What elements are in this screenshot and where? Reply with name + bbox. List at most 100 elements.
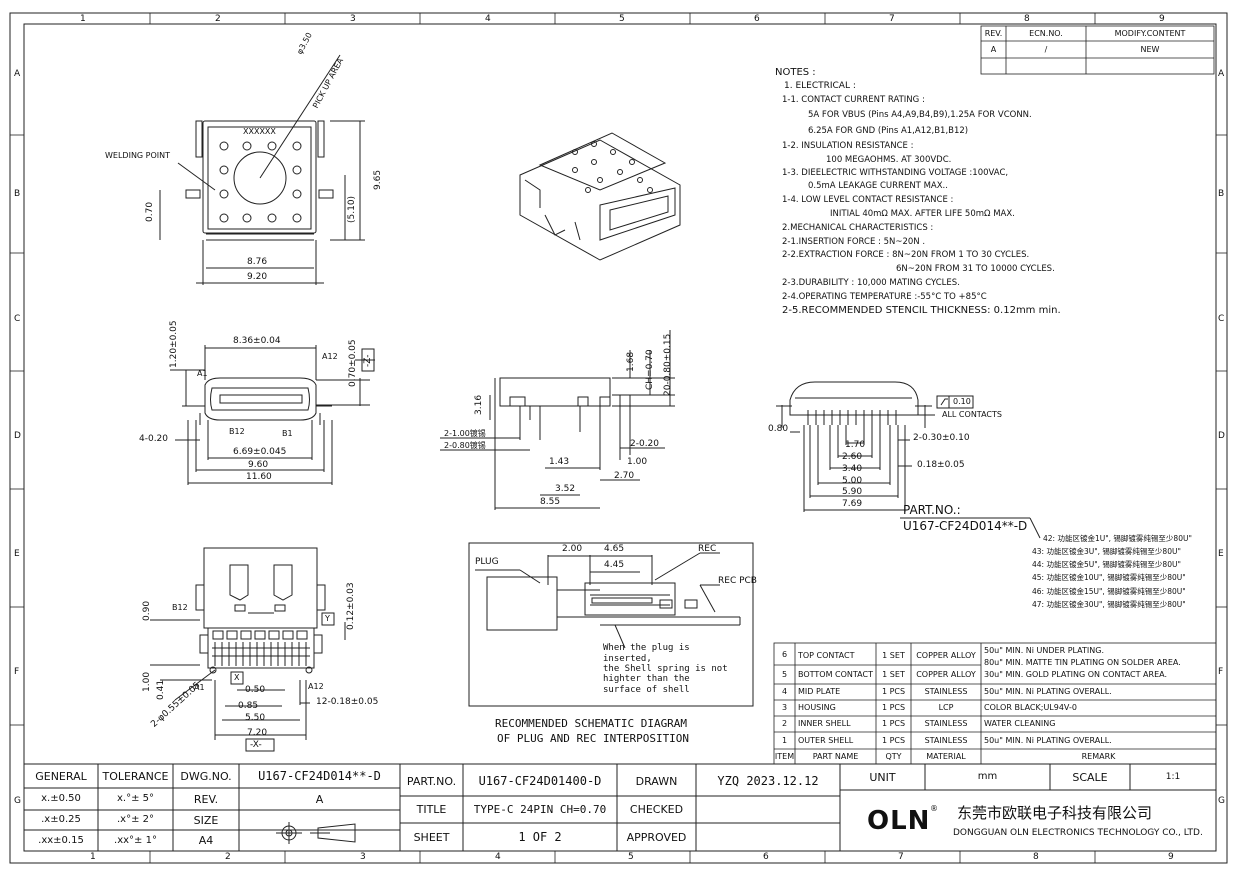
bom-remark-3: COLOR BLACK;UL94V-0	[984, 703, 1077, 712]
tb-size-label: SIZE	[193, 813, 219, 827]
grid-col-5-top: 5	[619, 14, 625, 24]
notes-line-16: 2-4.OPERATING TEMPERATURE :-55°C TO +85°…	[782, 292, 987, 302]
notes-line-12: 2-1.INSERTION FORCE : 5N~20N .	[782, 237, 926, 247]
tb-title: TYPE-C 24PIN CH=0.70	[473, 803, 607, 816]
tb-scale-label: SCALE	[1072, 770, 1108, 784]
pcb-a1: A1	[194, 683, 205, 692]
rev-header-rev: REV.	[984, 29, 1003, 38]
notes-line-15: 2-3.DURABILITY : 10,000 MATING CYCLES.	[782, 278, 960, 288]
pcb-datum-x: X	[234, 673, 240, 682]
grid-row-a-left: A	[14, 69, 21, 79]
side-dim-2-080: 2-0.80镀锡	[444, 441, 486, 450]
bom-qty-1: 1 PCS	[881, 735, 906, 745]
tb-drawn-label: DRAWN	[635, 774, 678, 788]
pcb-datum-x-frame: -X-	[250, 740, 262, 750]
rev-row-ecn: /	[1044, 45, 1048, 54]
bom-material-1: STAINLESS	[924, 735, 968, 745]
schematic-caption-1: RECOMMENDED SCHEMATIC DIAGRAM	[495, 717, 688, 730]
grid-row-b-right: B	[1218, 189, 1225, 199]
title-block-lines	[23, 763, 1217, 852]
rear-dim-2-030: 2-0.30±0.10	[913, 433, 970, 443]
grid-row-b-left: B	[14, 189, 21, 199]
bom-material-6: COPPER ALLOY	[916, 651, 976, 660]
side-dim-143: 1.43	[549, 457, 570, 467]
schematic-caption-2: OF PLUG AND REC INTERPOSITION	[497, 732, 690, 745]
notes-line-17: 2-5.RECOMMENDED STENCIL THICKNESS: 0.12m…	[782, 305, 1061, 316]
bom-material-5: COPPER ALLOY	[916, 669, 976, 679]
revision-table-lines	[980, 25, 1215, 75]
side-dim-316: 3.16	[474, 394, 484, 415]
grid-col-5-bottom: 5	[628, 852, 634, 862]
tb-part-no: U167-CF24D01400-D	[478, 774, 602, 788]
rev-header-modify: MODIFY.CONTENT	[1114, 29, 1186, 38]
bom-name-4: MID PLATE	[798, 687, 841, 696]
notes-line-6: 100 MEGAOHMS. AT 300VDC.	[826, 155, 952, 165]
front-a1: A1	[197, 369, 208, 378]
company-name-cn: 东莞市欧联电子科技有限公司	[957, 804, 1153, 822]
bom-remark-2: WATER CLEANING	[984, 719, 1056, 728]
schematic-rec-label: REC	[698, 544, 717, 554]
part-option-47: 47: 功能区镀金30U", 锡脚镀雾纯锡至少80U"	[1032, 600, 1186, 609]
bom-header-material: MATERIAL	[926, 751, 966, 761]
company-name-en: DONGGUAN OLN ELECTRONICS TECHNOLOGY CO.,…	[953, 828, 1203, 838]
notes-line-2: 1-1. CONTACT CURRENT RATING :	[782, 95, 925, 105]
pcb-dim-041: 0.41	[156, 679, 166, 700]
grid-row-f-left: F	[14, 667, 20, 677]
tb-approved-label: APPROVED	[626, 830, 687, 844]
tb-tol-linear-2: .x±0.25	[41, 814, 81, 825]
tb-tol-angle-2: .x°± 2°	[116, 814, 155, 825]
bom-item-1: 1	[781, 735, 788, 745]
side-dim-100: 1.00	[627, 457, 648, 467]
bom-header-part-name: PART NAME	[812, 751, 859, 761]
schematic-plug-label: PLUG	[475, 557, 499, 567]
front-dim-1160: 11.60	[246, 472, 272, 482]
front-dim-836: 8.36±0.04	[233, 336, 281, 346]
tb-checked-label: CHECKED	[629, 803, 684, 816]
bom-material-3: LCP	[938, 703, 954, 712]
part-option-43: 43: 功能区镀金3U", 锡脚镀雾纯锡至少80U"	[1032, 547, 1181, 556]
bom-name-6: TOP CONTACT	[798, 651, 855, 660]
grid-row-c-left: C	[14, 314, 21, 324]
tb-unit: mm	[977, 771, 998, 782]
grid-col-2-top: 2	[215, 14, 221, 24]
pcb-dim-085: 0.85	[238, 701, 259, 711]
notes-line-5: 1-2. INSULATION RESISTANCE :	[782, 141, 914, 151]
tb-tol-linear-1: x.±0.50	[41, 793, 81, 804]
tb-dwg-no-label: DWG.NO.	[180, 769, 232, 783]
pcb-dim-12-018: 12-0.18±0.05	[316, 697, 379, 707]
notes-line-1: 1. ELECTRICAL :	[784, 81, 856, 91]
bom-header-item: ITEM	[774, 751, 795, 761]
rear-flatness-value: 0.10	[953, 397, 971, 406]
grid-row-f-right: F	[1218, 667, 1224, 677]
bom-name-1: OUTER SHELL	[798, 735, 854, 745]
tb-title-label: TITLE	[416, 803, 447, 816]
bom-item-3: 3	[781, 703, 788, 712]
grid-row-d-left: D	[14, 431, 21, 441]
top-dim-510: (5.10)	[347, 195, 357, 223]
bom-remark-6b: 80u" MIN. MATTE TIN PLATING ON SOLDER AR…	[984, 658, 1181, 667]
bom-qty-5: 1 SET	[882, 669, 905, 679]
front-view	[170, 345, 375, 485]
top-welding-point: WELDING POINT	[105, 151, 171, 160]
tb-tol-angle-3: .xx°± 1°	[114, 834, 157, 846]
grid-col-9-top: 9	[1159, 14, 1165, 24]
schematic-diagram	[468, 542, 754, 707]
grid-row-d-right: D	[1218, 431, 1225, 441]
top-view	[159, 54, 365, 285]
tb-tol-linear-3: .xx±0.15	[38, 834, 84, 846]
top-dim-070: 0.70	[145, 201, 155, 222]
side-dim-2-020: 2-0.20	[630, 439, 660, 449]
front-datum-z: -Z-	[363, 354, 373, 367]
pcb-datum-y: Y	[325, 614, 330, 623]
pcb-dim-012: 0.12±0.03	[346, 582, 356, 630]
top-dim-920: 9.20	[247, 272, 268, 282]
side-dim-352: 3.52	[555, 484, 576, 494]
grid-row-c-right: C	[1218, 314, 1225, 324]
grid-col-7-bottom: 7	[898, 852, 904, 862]
part-option-46: 46: 功能区镀金15U", 锡脚镀雾纯锡至少80U"	[1032, 587, 1186, 596]
tb-drawn: YZQ 2023.12.12	[717, 774, 819, 788]
rear-dim-260: 2.60	[842, 452, 863, 462]
tb-dwg-no: U167-CF24D014**-D	[258, 769, 381, 783]
bom-qty-4: 1 PCS	[881, 687, 906, 696]
